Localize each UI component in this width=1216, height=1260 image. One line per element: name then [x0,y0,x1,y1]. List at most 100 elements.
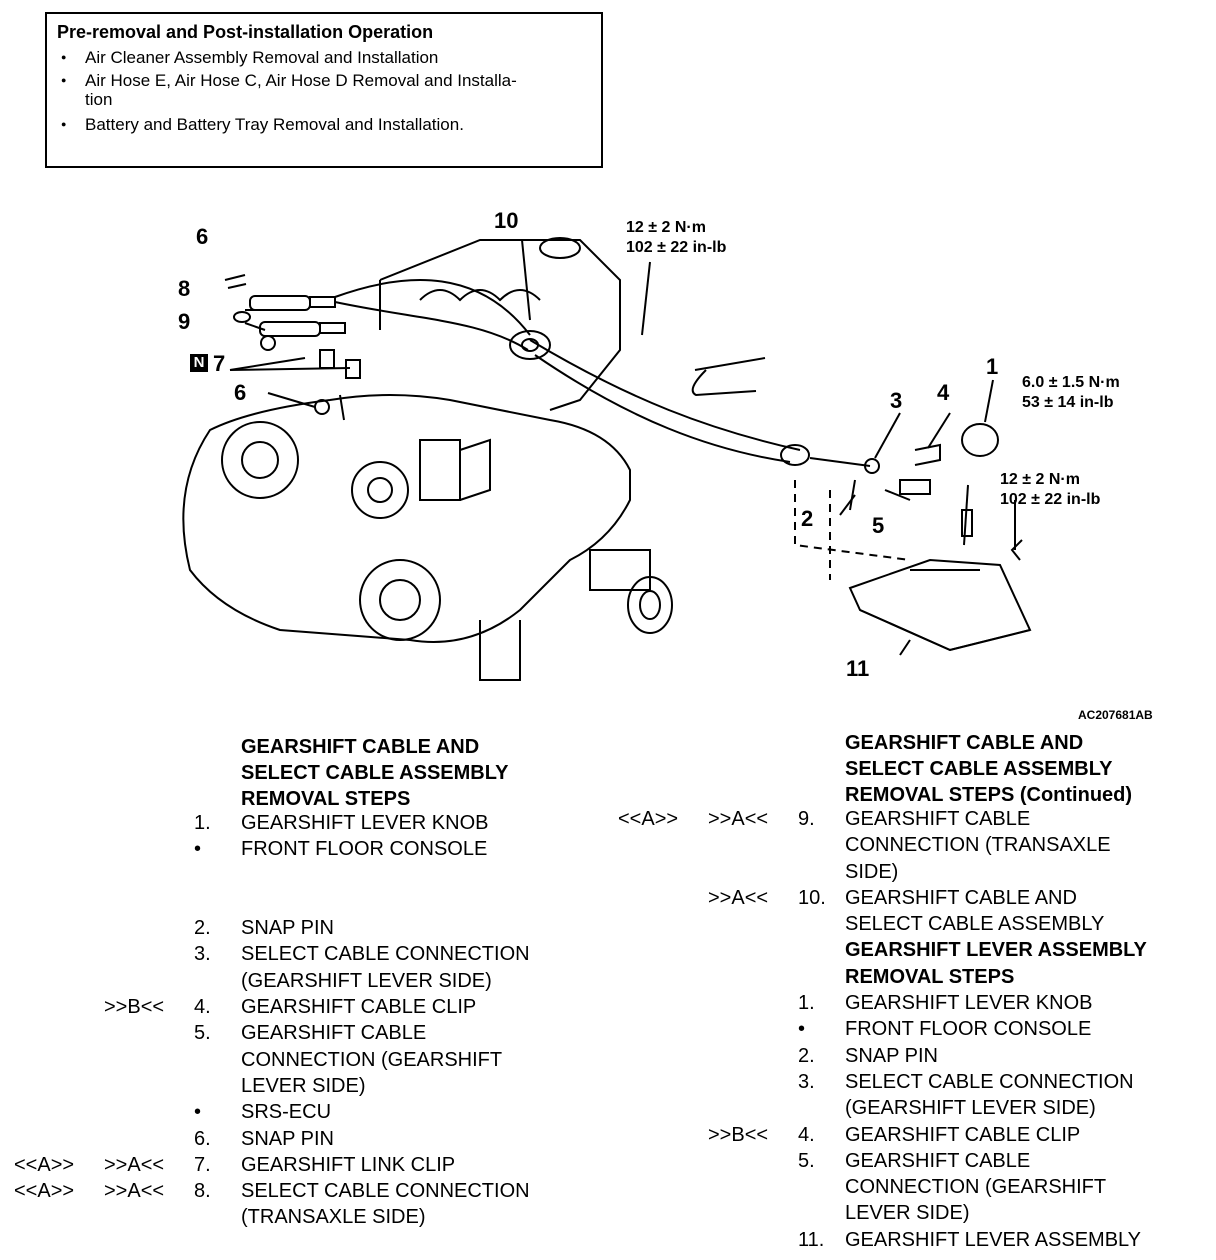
step-row: >>B<< 4. GEARSHIFT CABLE CLIP [14,996,594,1022]
step-number: 4. [798,1123,815,1146]
step-row: •SRS-ECU [14,1101,594,1127]
step-text: GEARSHIFT LEVER ASSEMBLY [845,939,1147,962]
pre-removal-item: Air Cleaner Assembly Removal and Install… [57,48,597,67]
step-text: GEARSHIFT LEVER KNOB [845,992,1093,1015]
left-steps-column: GEARSHIFT CABLE AND SELECT CABLE ASSEMBL… [14,734,594,1233]
step-row: • FRONT FLOOR CONSOLE [14,838,594,864]
step-number: 6. [194,1127,211,1150]
step-row: (GEARSHIFT LEVER SIDE) [618,1097,1208,1123]
pre-removal-item: Battery and Battery Tray Removal and Ins… [57,115,597,134]
step-row: <<A>> >>A<< 7. GEARSHIFT LINK CLIP [14,1154,594,1180]
heading-line: REMOVAL STEPS [241,788,411,810]
step-row [14,891,594,917]
callout-3: 3 [890,388,903,413]
step-number: 5. [194,1022,211,1045]
step-row: REMOVAL STEPS [618,966,1208,992]
torque-spec-bracket-bolt: 12 ± 2 N·m 102 ± 22 in-lb [626,218,726,258]
step-marker-b: >>A<< [104,1153,165,1176]
step-number: 10. [798,886,826,909]
step-text: SIDE) [845,860,899,883]
step-row: 1. GEARSHIFT LEVER KNOB [14,812,594,838]
step-text: SNAP PIN [845,1044,938,1067]
step-number: • [194,838,202,861]
step-text: GEARSHIFT CABLE CLIP [845,1123,1081,1146]
step-text: CONNECTION (GEARSHIFT [241,1048,503,1071]
step-text: GEARSHIFT LEVER KNOB [241,812,489,834]
callout-9: 9 [178,309,191,334]
callout-8: 8 [178,276,191,301]
step-number: 4. [194,996,211,1019]
step-number: 1. [798,992,815,1015]
heading-line: GEARSHIFT CABLE AND [845,732,1084,754]
step-marker-a: <<A>> [14,1180,75,1203]
torque-imperial: 102 ± 22 in-lb [626,239,727,256]
step-marker-a: <<A>> [618,808,679,830]
step-text: (GEARSHIFT LEVER SIDE) [845,1097,1096,1120]
step-marker-a: <<A>> [14,1153,75,1176]
torque-metric: 12 ± 2 N·m [1000,471,1080,488]
step-marker-b: >>A<< [104,1180,165,1203]
step-row: (TRANSAXLE SIDE) [14,1206,594,1232]
right-steps-column: GEARSHIFT CABLE AND SELECT CABLE ASSEMBL… [618,730,1208,1255]
step-text: FRONT FLOOR CONSOLE [241,838,488,861]
step-row: 3.SELECT CABLE CONNECTION [14,943,594,969]
step-number: 8. [194,1180,211,1203]
step-marker-b: >>B<< [104,996,165,1019]
callout-5: 5 [872,513,885,538]
step-text: LEVER SIDE) [241,1074,366,1097]
right-steps-heading: GEARSHIFT CABLE AND SELECT CABLE ASSEMBL… [845,730,1195,808]
step-row: >>B<<4.GEARSHIFT CABLE CLIP [618,1124,1208,1150]
step-number: 9. [798,808,815,830]
exploded-diagram: 6 8 9 N 7 6 10 1 3 4 2 5 11 12 ± 2 N·m 1… [150,200,1180,722]
step-text: SNAP PIN [241,1127,334,1150]
step-row: >>A<<10.GEARSHIFT CABLE AND [618,887,1208,913]
step-row: 5. GEARSHIFT CABLE [618,1150,1208,1176]
step-text: GEARSHIFT CABLE CLIP [241,996,477,1019]
step-text: GEARSHIFT CABLE [845,1149,1031,1172]
step-number: 1. [194,812,211,834]
callout-10: 10 [494,208,519,233]
callout-7: 7 [213,351,226,376]
step-row: • FRONT FLOOR CONSOLE [618,1018,1208,1044]
pre-removal-item-text: Battery and Battery Tray Removal and Ins… [85,115,464,134]
step-text: CONNECTION (TRANSAXLE [845,834,1111,857]
callout-1: 1 [986,354,999,379]
pre-removal-box: Pre-removal and Post-installation Operat… [45,12,603,168]
step-marker-b: >>A<< [708,886,769,909]
step-row: LEVER SIDE) [14,1075,594,1101]
left-steps-list: 1. GEARSHIFT LEVER KNOB • FRONT FLOOR CONSO… [14,812,594,1233]
pre-removal-item: Air Hose E, Air Hose C, Air Hose D Remov… [57,71,597,90]
pre-removal-item-text: tion [85,90,113,109]
step-number: 2. [194,917,211,940]
step-number: • [798,1018,806,1041]
step-text: SELECT CABLE ASSEMBLY [845,913,1105,936]
step-text: GEARSHIFT LINK CLIP [241,1153,456,1176]
step-text: GEARSHIFT LEVER ASSEMBLY [845,1228,1142,1251]
heading-line: SELECT CABLE ASSEMBLY [241,762,509,784]
step-text: (TRANSAXLE SIDE) [241,1206,426,1229]
step-row: 3.SELECT CABLE CONNECTION [618,1071,1208,1097]
step-number: • [194,1101,202,1124]
step-number: 3. [798,1070,815,1093]
step-row: <<A>>>>A<<9.GEARSHIFT CABLE [618,808,1208,834]
step-number: 3. [194,943,211,966]
torque-metric: 6.0 ± 1.5 N·m [1022,374,1120,391]
step-row: 5.GEARSHIFT CABLE [14,1022,594,1048]
step-row: <<A>>>>A<<8.SELECT CABLE CONNECTION [14,1180,594,1206]
step-number: 7. [194,1153,211,1176]
step-row: SELECT CABLE ASSEMBLY [618,913,1208,939]
pre-removal-list: Air Cleaner Assembly Removal and Install… [57,48,597,138]
step-row: SIDE) [618,861,1208,887]
step-row: LEVER SIDE) [618,1202,1208,1228]
heading-line: SELECT CABLE ASSEMBLY [845,758,1113,780]
heading-line: GEARSHIFT CABLE AND [241,736,480,758]
step-row: CONNECTION (GEARSHIFT [618,1176,1208,1202]
step-row: 2.SNAP PIN [618,1045,1208,1071]
step-text: FRONT FLOOR CONSOLE [845,1018,1092,1041]
step-number: 5. [798,1149,815,1172]
left-steps-heading: GEARSHIFT CABLE AND SELECT CABLE ASSEMBL… [241,734,591,812]
callout-11: 11 [846,656,870,681]
heading-line: REMOVAL STEPS (Continued) [845,784,1133,806]
n-badge: N [190,354,208,372]
